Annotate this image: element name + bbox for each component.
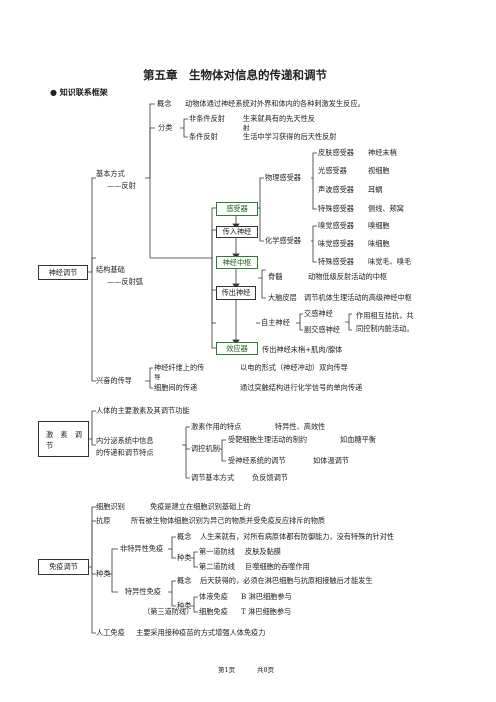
chem-item-name: 嗅觉感受器: [318, 221, 354, 230]
chem-item-site: 嗅细胞: [368, 221, 390, 230]
excitation-conduction: 兴奋的传导: [96, 376, 132, 385]
nonspecific-concept: 概念: [177, 532, 192, 541]
hormone-basic-mode-text: 负反馈调节: [252, 473, 288, 482]
specific-immunity-sub: （第三道防线）: [143, 607, 194, 616]
conditioned-reflex: 条件反射: [189, 132, 218, 141]
reflex-class-label: 分类: [158, 123, 173, 132]
cellular-text: T 淋巴细胞参与: [241, 607, 292, 616]
effector-text: 传出神经末梢+肌肉/腺体: [262, 345, 343, 354]
structure-basis-sub: ——反射弧: [107, 277, 143, 286]
specific-immunity: 特异性免疫: [125, 587, 161, 596]
specific-types: 种类: [177, 601, 192, 610]
page-number: 第1页: [218, 666, 236, 674]
chem-item-site: 味觉毛、嗅毛: [368, 257, 412, 266]
unconditioned-text-2: 射: [243, 124, 250, 132]
between-cells: 细胞间的传递: [154, 383, 198, 392]
autonomic-nerve: 自主神经: [261, 318, 290, 327]
spinal-cord-text: 动物低级反射活动的中枢: [308, 272, 388, 281]
parasympathetic-nerve: 副交感神经: [304, 325, 340, 334]
cerebral-cortex: 大脑皮层: [268, 293, 297, 302]
phys-item-name: 特殊感受器: [318, 204, 354, 213]
cell-recognition-text: 免疫是建立在细胞识别基础上的: [150, 502, 251, 511]
hormone-regulation-root: 激 素 调 节: [38, 421, 89, 457]
unconditioned-reflex: 非条件反射: [189, 114, 225, 123]
phys-item-site: 侧线、颊窝: [368, 204, 404, 213]
unconditioned-text: 生来就具有的先天性反: [243, 114, 315, 123]
phys-item-site: 耳蜗: [368, 185, 383, 194]
humoral-text: B 淋巴细胞参与: [241, 592, 292, 601]
antagonism-text-2: 同控制内脏活动。: [356, 324, 414, 333]
section-title: ● 知识联系框架: [50, 87, 108, 97]
hormone-features: 激素作用的特点: [191, 422, 242, 431]
phys-item-site: 视细胞: [368, 166, 390, 175]
mechanism-1-text: 如血糖平衡: [340, 435, 376, 444]
page-total: 共8页: [257, 666, 275, 674]
phys-item-site: 神经末梢: [368, 148, 397, 157]
cerebral-cortex-text: 调节机体生理活动的高级神经中枢: [304, 293, 412, 302]
basic-mode-sub: ——反射: [107, 181, 136, 190]
spinal-cord: 脊髓: [268, 272, 283, 281]
nerve-regulation-root: 神经调节: [38, 265, 88, 280]
nonspecific-types: 种类: [177, 553, 192, 562]
nonspecific-immunity: 非特异性免疫: [120, 544, 164, 553]
conditioned-text: 生活中学习获得的后天性反射: [243, 132, 337, 141]
specific-concept-text: 后天获得的，必须在淋巴细胞与抗原相接触后才能发生: [200, 576, 373, 585]
chapter-title: 第五章 生物体对信息的传递和调节: [143, 68, 327, 82]
hormone-features-text: 特异性、高效性: [275, 422, 326, 431]
phys-item-name: 声波感受器: [318, 185, 354, 194]
between-cells-text: 通过突触结构进行化学信号的单向传递: [240, 383, 363, 392]
phys-item-name: 皮肤感受器: [318, 148, 354, 157]
sympathetic-nerve: 交感神经: [304, 309, 333, 318]
effector-box: 效应器: [216, 342, 258, 355]
mechanism-2: 受神经系统的调节: [228, 456, 286, 465]
first-line-defense: 第一道防线: [199, 547, 235, 556]
specific-concept: 概念: [177, 576, 192, 585]
second-line-defense: 第二道防线: [199, 562, 235, 571]
hormone-regulation-label: 激 素 调 节: [46, 430, 90, 450]
receptor-box: 感受器: [216, 202, 258, 216]
mechanism-1: 受靶细胞生理活动的制约: [228, 435, 308, 444]
main-hormones: 人体的主要激素及其调节功能: [96, 406, 190, 415]
on-fiber-2: 导: [154, 373, 161, 381]
chem-item-name: 特殊感受器: [318, 257, 354, 266]
efferent-nerve-box: 传出神经: [216, 286, 256, 300]
on-fiber: 神经纤维上的传: [154, 363, 205, 372]
physical-receptor: 物理感受器: [265, 173, 301, 182]
cell-recognition: 细胞识别: [96, 502, 125, 511]
humoral-immunity: 体液免疫: [199, 592, 228, 601]
basic-mode: 基本方式: [96, 169, 125, 178]
endocrine-info-2: 的传递和调节特点: [96, 448, 154, 457]
immune-types: 种类: [96, 569, 111, 578]
cellular-immunity: 细胞免疫: [199, 607, 228, 616]
chemical-receptor: 化学感受器: [265, 236, 301, 245]
artificial-immunity-text: 主要采用接种疫苗的方式增强人体免疫力: [136, 628, 266, 637]
control-mechanism: 调控机制: [191, 444, 220, 453]
nerve-center-box: 神经中枢: [216, 256, 258, 269]
reflex-concept-label: 概念: [157, 99, 172, 108]
antagonism-text: 作用相互拮抗，共: [356, 311, 414, 320]
chem-item-name: 味觉感受器: [318, 239, 354, 248]
second-line-text: 巨噬细胞的吞噬作用: [245, 562, 310, 571]
endocrine-info: 内分泌系统中信息: [96, 436, 154, 445]
antigen: 抗原: [96, 516, 111, 525]
hormone-basic-mode: 调节基本方式: [191, 473, 235, 482]
nonspecific-concept-text: 人生来就有，对所有病原体都有防御能力，没有特殊的针对性: [200, 532, 395, 541]
on-fiber-text: 以电的形式（神经冲动）双向传导: [240, 363, 348, 372]
afferent-nerve-box: 传入神经: [216, 226, 258, 238]
chem-item-site: 味细胞: [368, 239, 390, 248]
immune-regulation-root: 免疫调节: [38, 559, 89, 575]
reflex-concept-text: 动物体通过神经系统对外界和体内的各种刺激发生反应。: [185, 99, 365, 108]
phys-item-name: 光感受器: [318, 166, 347, 175]
artificial-immunity: 人工免疫: [96, 628, 125, 637]
mechanism-2-text: 如体温调节: [313, 456, 349, 465]
structure-basis: 结构基础: [96, 265, 125, 274]
first-line-text: 皮肤及黏膜: [245, 547, 281, 556]
antigen-text: 所有被生物体细胞识别为异己的物质并受免疫反应排斥的物质: [131, 516, 326, 525]
